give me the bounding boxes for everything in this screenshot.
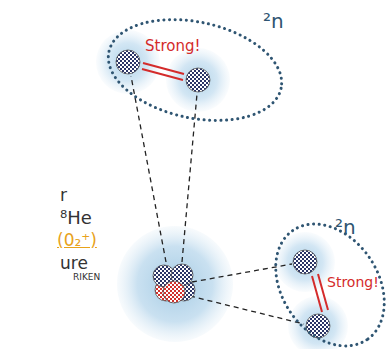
dotted-ellipse: [99, 5, 291, 135]
caption-fragment: ure: [60, 254, 88, 273]
dineutron-label: ²n: [263, 10, 284, 32]
dineutron-region: ²nStrong!: [103, 18, 287, 128]
caption-fragment: r: [60, 186, 67, 205]
dotted-ellipse: [253, 203, 392, 349]
dotted-ellipse: [103, 18, 287, 128]
strong-bond: [142, 63, 328, 312]
alpha-core: [153, 264, 195, 303]
halo: [96, 30, 348, 349]
neutron: [116, 50, 330, 338]
institution-label: RIKEN: [73, 273, 100, 283]
dineutron-region: ²nStrong!: [272, 222, 388, 348]
nucleus-name: ⁸He: [60, 208, 92, 228]
strong-label: Strong!: [327, 275, 379, 290]
strong-label: Strong!: [145, 38, 200, 55]
state-label: (0₂⁺): [57, 231, 97, 250]
dineutron-label: ²n: [335, 216, 356, 238]
